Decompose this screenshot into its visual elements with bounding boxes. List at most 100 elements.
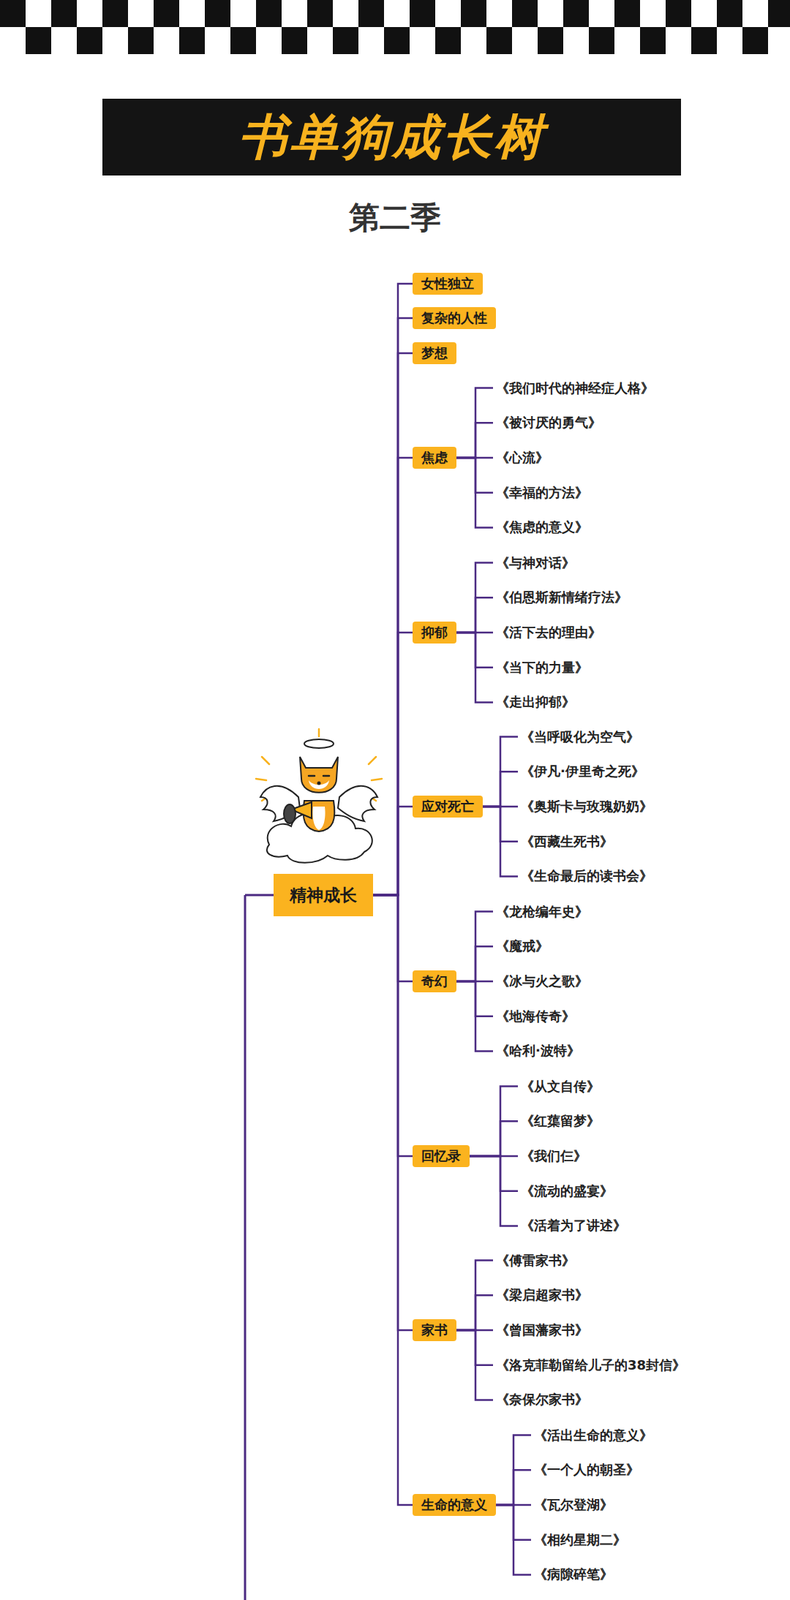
book-title: 《与神对话》 bbox=[494, 553, 577, 573]
node-label: 复杂的人性 bbox=[421, 310, 488, 327]
tree-connector bbox=[373, 283, 413, 896]
tree-connector bbox=[456, 912, 494, 982]
category-box: 梦想 bbox=[412, 342, 457, 365]
book-text: 《伯恩斯新情绪疗法》 bbox=[495, 589, 628, 606]
node-label: 回忆录 bbox=[421, 1148, 461, 1165]
book-text: 《当呼吸化为空气》 bbox=[520, 729, 640, 746]
book-title: 《洛克菲勒留给儿子的38封信》 bbox=[494, 1356, 687, 1376]
node-label: 奇幻 bbox=[421, 973, 448, 990]
tree-connector bbox=[456, 981, 494, 1052]
tree-connector bbox=[373, 895, 413, 1157]
title-bar: 书单狗成长树 bbox=[102, 98, 682, 176]
category-box: 焦虑 bbox=[412, 446, 457, 469]
node-label: 应对死亡 bbox=[421, 798, 474, 815]
book-title: 《冰与火之歌》 bbox=[494, 972, 590, 992]
tree-connector bbox=[373, 895, 413, 1331]
book-text: 《生命最后的读书会》 bbox=[520, 868, 653, 885]
title: 书单狗成长树 bbox=[238, 104, 546, 171]
node-label: 梦想 bbox=[421, 345, 448, 362]
book-text: 《我们时代的神经症人格》 bbox=[495, 380, 654, 397]
book-text: 《我们仨》 bbox=[520, 1148, 587, 1165]
tree-connector bbox=[469, 1086, 518, 1157]
book-title: 《曾国藩家书》 bbox=[494, 1321, 590, 1341]
book-text: 《活出生命的意义》 bbox=[533, 1427, 653, 1444]
book-text: 《被讨厌的勇气》 bbox=[495, 414, 602, 431]
tree-connector bbox=[482, 806, 518, 877]
book-title: 《走出抑郁》 bbox=[494, 692, 577, 712]
book-text: 《与神对话》 bbox=[495, 555, 575, 572]
book-title: 《活出生命的意义》 bbox=[532, 1426, 654, 1446]
book-title: 《我们仨》 bbox=[519, 1146, 589, 1166]
book-title: 《活下去的理由》 bbox=[494, 623, 603, 643]
tree-connector bbox=[469, 1156, 518, 1226]
book-title: 《当呼吸化为空气》 bbox=[519, 727, 641, 747]
root-box: 精神成长 bbox=[273, 874, 374, 917]
book-text: 《伊凡·伊里奇之死》 bbox=[520, 763, 645, 780]
checker-border bbox=[0, 0, 790, 59]
book-title: 《幸福的方法》 bbox=[494, 483, 590, 503]
book-text: 《曾国藩家书》 bbox=[495, 1322, 589, 1339]
book-text: 《梁启超家书》 bbox=[495, 1287, 589, 1304]
book-text: 《心流》 bbox=[495, 449, 549, 466]
book-title: 《魔戒》 bbox=[494, 937, 551, 957]
category-box: 应对死亡 bbox=[412, 795, 483, 818]
book-text: 《流动的盛宴》 bbox=[520, 1183, 613, 1200]
tree-connector bbox=[373, 457, 413, 896]
tree-connector bbox=[373, 318, 413, 896]
book-text: 《活下去的理由》 bbox=[495, 624, 602, 641]
book-text: 《红蕖留梦》 bbox=[520, 1113, 600, 1130]
tree-connector bbox=[456, 1261, 494, 1331]
tree-connector bbox=[373, 353, 413, 896]
book-title: 《生命最后的读书会》 bbox=[519, 866, 654, 886]
book-title: 《焦虑的意义》 bbox=[494, 517, 590, 537]
book-text: 《奥斯卡与玫瑰奶奶》 bbox=[520, 798, 653, 815]
book-text: 《一个人的朝圣》 bbox=[533, 1462, 640, 1479]
tree-connector bbox=[456, 1330, 494, 1401]
book-title: 《龙枪编年史》 bbox=[494, 902, 590, 922]
book-text: 《魔戒》 bbox=[495, 938, 549, 955]
node-label: 生命的意义 bbox=[421, 1497, 488, 1514]
subtitle-row: 第二季 bbox=[0, 197, 790, 239]
tree-connector bbox=[373, 632, 413, 896]
tree-connector bbox=[456, 1295, 494, 1331]
book-title: 《哈利·波特》 bbox=[494, 1041, 582, 1061]
category-box: 抑郁 bbox=[412, 621, 457, 644]
category-box: 复杂的人性 bbox=[412, 307, 496, 330]
tree-connector bbox=[469, 1121, 518, 1157]
node-label: 抑郁 bbox=[421, 624, 448, 641]
book-title: 《伊凡·伊里奇之死》 bbox=[519, 762, 646, 782]
tree-connector bbox=[482, 771, 518, 807]
tree-connector bbox=[456, 597, 494, 633]
book-text: 《冰与火之歌》 bbox=[495, 973, 589, 990]
book-text: 《龙枪编年史》 bbox=[495, 904, 589, 921]
book-title: 《一个人的朝圣》 bbox=[532, 1460, 641, 1480]
book-title: 《红蕖留梦》 bbox=[519, 1111, 602, 1131]
tree-connector bbox=[495, 1505, 532, 1575]
tree-connector bbox=[456, 563, 494, 633]
node-label: 焦虑 bbox=[421, 449, 448, 466]
tree-connector bbox=[373, 895, 413, 982]
book-text: 《走出抑郁》 bbox=[495, 694, 575, 711]
book-title: 《奈保尔家书》 bbox=[494, 1390, 590, 1410]
book-title: 《当下的力量》 bbox=[494, 658, 590, 678]
node-label: 家书 bbox=[421, 1322, 448, 1339]
book-text: 《从文自传》 bbox=[520, 1078, 600, 1096]
tree-connector bbox=[482, 737, 518, 807]
angel-dog-illustration bbox=[247, 727, 391, 872]
tree-connector bbox=[456, 632, 494, 703]
tree-connector bbox=[495, 1470, 532, 1506]
book-title: 《被讨厌的勇气》 bbox=[494, 413, 603, 433]
node-label: 精神成长 bbox=[289, 884, 357, 908]
season-label: 第二季 bbox=[348, 199, 442, 236]
book-text: 《地海传奇》 bbox=[495, 1008, 575, 1025]
category-box: 奇幻 bbox=[412, 970, 457, 993]
book-text: 《活着为了讲述》 bbox=[520, 1217, 627, 1235]
book-title: 《相约星期二》 bbox=[532, 1530, 628, 1551]
book-title: 《梁启超家书》 bbox=[494, 1285, 590, 1305]
book-title: 《伯恩斯新情绪疗法》 bbox=[494, 588, 630, 608]
book-text: 《洛克菲勒留给儿子的38封信》 bbox=[495, 1357, 686, 1374]
tree-connector bbox=[456, 388, 494, 458]
tree-connector bbox=[495, 1435, 532, 1506]
book-title: 《病隙碎笔》 bbox=[532, 1565, 615, 1585]
tree-connector bbox=[456, 946, 494, 982]
